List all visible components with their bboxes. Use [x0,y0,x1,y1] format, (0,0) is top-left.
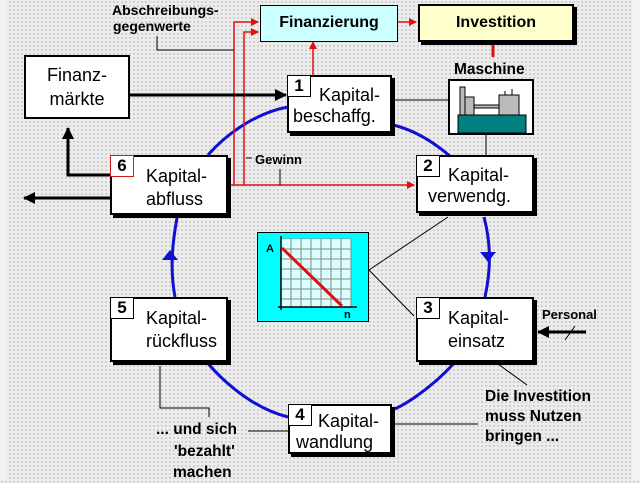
depreciation-note-line1: Abschreibungs- [112,2,219,18]
pay-note-line3: machen [173,464,232,481]
financing-box: Finanzierung [260,5,398,42]
depreciation-chart-graphic: A n [266,236,357,321]
financing-label: Finanzierung [279,14,379,31]
financial-markets-line1: Finanz- [46,65,108,85]
financial-markets-line2: märkte [49,89,105,109]
depreciation-line [280,246,344,308]
machine-icon-box [448,79,534,135]
stage-2-number: 2 [416,155,440,177]
stage-4-box: 4 Kapital- wandlung [288,404,392,454]
benefit-note-line2: muss Nutzen [485,408,582,425]
profit-note: Gewinn [255,152,302,167]
chart-x-label: n [344,309,351,321]
cycle-arrow-down [480,252,496,262]
financial-markets-box: Finanz- märkte [24,55,130,119]
investment-label: Investition [455,14,536,31]
stage-6-box: 6 Kapital- abfluss [110,155,228,215]
benefit-note-line3: bringen ... [485,428,560,445]
stage-5-line1: Kapital- [146,308,208,328]
stage-5-box: 5 Kapital- rückfluss [110,297,228,362]
stage-6-line1: Kapital- [146,166,208,186]
stage-1-line1: Kapital- [319,85,381,105]
stage-2-box: 2 Kapital- verwendg. [416,155,534,213]
depreciation-chart: A n [257,232,369,322]
cycle-arc-6-1 [206,105,289,156]
pay-note-line1: ... und sich [156,421,237,438]
stage-6-number: 6 [110,155,134,177]
cycle-arc-3-4 [390,361,457,412]
stage-6-line2: abfluss [146,189,204,209]
stage-1-box: 1 Kapital- beschaffg. [287,75,392,133]
personnel-note: Personal [542,307,597,322]
machine-label: Maschine [454,61,525,78]
machine-icon [457,86,527,134]
stage-3-line2: einsatz [448,331,506,351]
stage-4-number: 4 [288,404,312,426]
stage-5-line2: rückfluss [146,331,218,351]
stage-2-line2: verwendg. [428,186,512,206]
benefit-note-line1: Die Investition [485,388,591,405]
stage-3-line1: Kapital- [448,308,510,328]
investment-box: Investition [418,4,574,42]
stage-2-line1: Kapital- [448,165,510,185]
left-margin [0,0,7,480]
cycle-arrow-up [162,250,178,260]
stage-4-line2: wandlung [296,432,374,452]
right-margin [632,0,640,480]
stage-3-box: 3 Kapital- einsatz [416,297,534,362]
stage-1-number: 1 [287,75,311,97]
stage-3-number: 3 [416,297,440,319]
pay-note-line2: 'bezahlt' [174,443,235,460]
depreciation-note-line2: gegenwerte [113,18,191,34]
stage-5-number: 5 [110,297,134,319]
chart-y-label: A [266,243,274,255]
stage-4-line1: Kapital- [318,411,380,431]
cycle-arc-5-4 [203,359,289,419]
stage-1-line2: beschaffg. [293,106,376,126]
